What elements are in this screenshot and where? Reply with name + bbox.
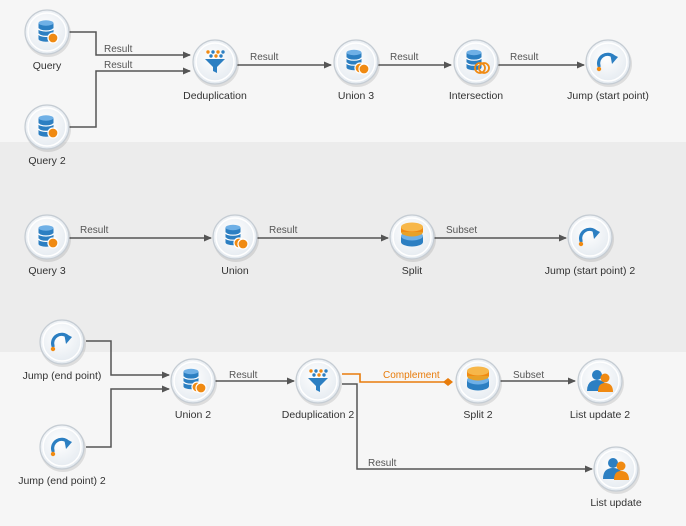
- node-label: Jump (end point) 2: [18, 475, 106, 487]
- activity-node-jumpstart[interactable]: Jump (start point): [567, 39, 649, 102]
- node-circle: [39, 319, 85, 365]
- funnel-icon: [308, 369, 328, 392]
- node-label: Jump (end point): [23, 370, 102, 382]
- jump-arrow-icon: [50, 437, 72, 457]
- database-query-icon: [37, 20, 59, 44]
- activity-node-listupdate[interactable]: List update: [590, 446, 642, 509]
- split-stack-icon: [467, 366, 489, 391]
- activity-node-split[interactable]: Split: [389, 214, 436, 277]
- edge-label: Subset: [446, 225, 477, 236]
- activity-node-jumpend2[interactable]: Jump (end point) 2: [18, 424, 106, 487]
- edge-label: Result: [250, 52, 279, 63]
- node-label: Deduplication 2: [282, 409, 355, 421]
- edge-query-to-dedup[interactable]: Result: [69, 31, 191, 59]
- database-union-icon: [224, 224, 249, 250]
- database-intersection-icon: [465, 49, 490, 74]
- activity-node-intersection[interactable]: Intersection: [449, 39, 503, 102]
- node-label: List update: [590, 497, 642, 509]
- edge-label: Result: [80, 225, 109, 236]
- node-label: Split 2: [463, 409, 492, 421]
- node-circle: [567, 214, 613, 260]
- activity-node-query3[interactable]: Query 3: [24, 214, 71, 277]
- jump-arrow-icon: [578, 227, 600, 247]
- edge-union3-to-intersection[interactable]: Result: [378, 52, 452, 69]
- funnel-icon: [205, 50, 225, 73]
- activity-node-jumpend[interactable]: Jump (end point): [23, 319, 102, 382]
- activity-node-split2[interactable]: Split 2: [455, 358, 502, 421]
- node-circle: [39, 424, 85, 470]
- edge-jumpend2-to-union2[interactable]: [86, 385, 170, 448]
- node-label: Split: [402, 265, 423, 277]
- edge-split2-to-listupdate2[interactable]: Subset: [500, 370, 576, 385]
- edge-union-to-split[interactable]: Result: [257, 225, 389, 242]
- node-label: Union 3: [338, 90, 374, 102]
- edge-diamond-marker: [443, 378, 453, 386]
- edge-label: Result: [104, 60, 133, 71]
- edge-split-to-jumpstart2[interactable]: Subset: [434, 225, 567, 242]
- edge-label: Result: [390, 52, 419, 63]
- edge-label: Result: [269, 225, 298, 236]
- edge-label: Result: [510, 52, 539, 63]
- node-label: Query 3: [28, 265, 66, 277]
- node-label: Intersection: [449, 90, 503, 102]
- database-query-icon: [37, 225, 59, 249]
- database-icon: [37, 115, 59, 139]
- users-icon: [587, 370, 613, 392]
- edge-dedup-to-union3[interactable]: Result: [237, 52, 332, 69]
- node-label: Union 2: [175, 409, 211, 421]
- activity-node-union2[interactable]: Union 2: [170, 358, 217, 421]
- node-label: Jump (start point) 2: [545, 265, 636, 277]
- edge-label: Complement: [383, 370, 440, 381]
- activity-node-query[interactable]: Query: [24, 9, 71, 72]
- node-label: Query 2: [28, 155, 66, 167]
- node-label: Deduplication: [183, 90, 247, 102]
- node-label: Union: [221, 265, 249, 277]
- edge-label: Result: [104, 44, 133, 55]
- node-label: Query: [33, 60, 62, 72]
- node-label: List update 2: [570, 409, 630, 421]
- node-label: Jump (start point): [567, 90, 649, 102]
- database-union-icon: [345, 49, 370, 75]
- activity-node-dedup2[interactable]: Deduplication 2: [282, 358, 355, 421]
- activity-node-dedup[interactable]: Deduplication: [183, 39, 247, 102]
- activity-node-jumpstart2[interactable]: Jump (start point) 2: [545, 214, 636, 277]
- activity-node-union[interactable]: Union: [212, 214, 259, 277]
- edge-label: Result: [368, 458, 397, 469]
- edge-dedup2-to-split2[interactable]: Complement: [342, 370, 453, 386]
- edge-dedup2-to-listupdate[interactable]: Result: [342, 383, 593, 473]
- edge-query2-to-dedup[interactable]: Result: [69, 60, 191, 128]
- database-union-icon: [182, 368, 207, 394]
- node-circle: [585, 39, 631, 85]
- activity-node-union3[interactable]: Union 3: [333, 39, 380, 102]
- edge-label: Result: [229, 370, 258, 381]
- edge-union2-to-dedup2[interactable]: Result: [215, 370, 295, 385]
- edge-label: Subset: [513, 370, 544, 381]
- split-stack-icon: [401, 222, 423, 247]
- activity-node-query2[interactable]: Query 2: [24, 104, 71, 167]
- users-icon: [603, 458, 629, 480]
- edge-jumpend-to-union2[interactable]: [86, 340, 170, 379]
- edge-query3-to-union[interactable]: Result: [69, 225, 212, 242]
- jump-arrow-icon: [596, 52, 618, 72]
- jump-arrow-icon: [50, 332, 72, 352]
- activity-node-listupdate2[interactable]: List update 2: [570, 358, 630, 421]
- edge-intersection-to-jumpstart[interactable]: Result: [498, 52, 585, 69]
